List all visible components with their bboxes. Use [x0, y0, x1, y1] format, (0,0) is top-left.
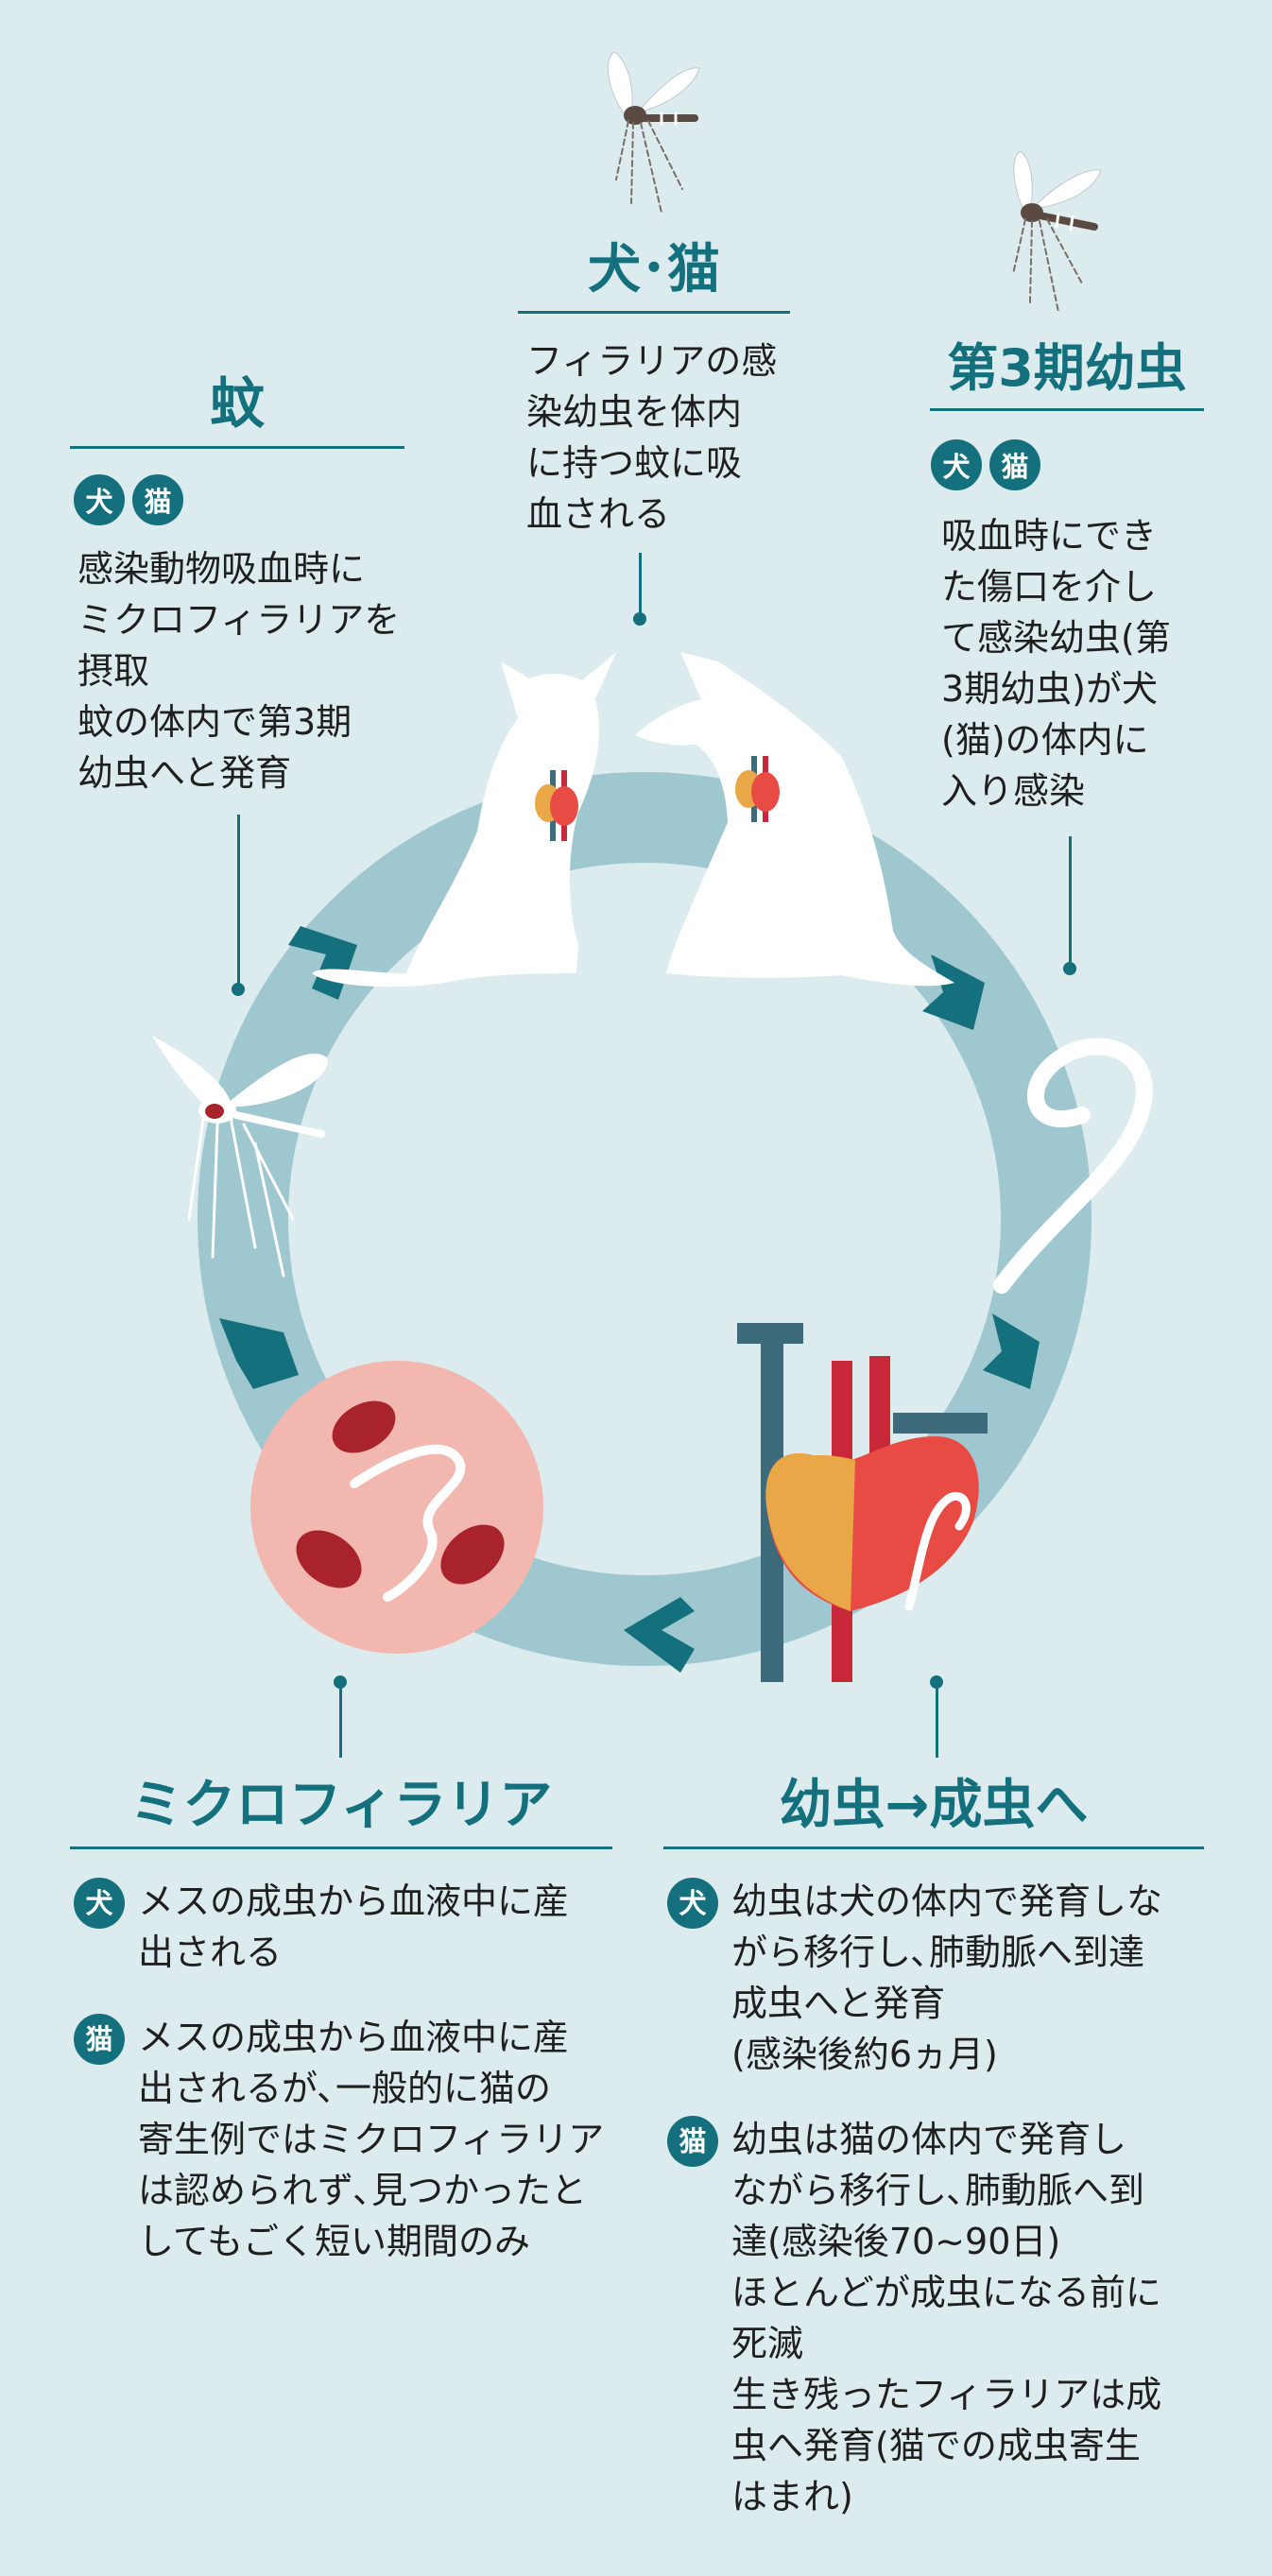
leader-line-mosquito [237, 815, 240, 989]
text-line: ほとんどが成虫になる前に [731, 2272, 1161, 2313]
section-body-microfilaria: 犬 メスの成虫から血液中に産 出される 猫 メスの成虫から血液中に産 出されるが… [74, 1876, 622, 2267]
text-line: (感染後約6ヵ月) [731, 2034, 998, 2075]
text-line: た傷口を介し [941, 566, 1158, 608]
leader-dot-larva-adult [930, 1675, 943, 1689]
text-line: 幼虫は猫の体内で発育し [731, 2119, 1127, 2160]
leader-line-microfilaria [339, 1682, 342, 1758]
mosquito-right-icon [1012, 150, 1102, 313]
mosquito-icon [151, 1035, 328, 1278]
leader-dot-mosquito [232, 983, 245, 996]
section-body-l3: 吸血時にでき た傷口を介し て感染幼虫(第 3期幼虫)が犬 (猫)の体内に 入り… [941, 510, 1215, 816]
section-title-mosquito: 蚊 [70, 359, 404, 449]
text-line: フィラリアの感 [526, 340, 778, 382]
leader-dot-dog-cat [633, 612, 646, 626]
text-line: に持つ蚊に吸 [526, 442, 743, 484]
text-line: 達(感染後70~90日) [731, 2221, 1061, 2262]
larva-adult-dog-item: 犬 幼虫は犬の体内で発育しな がら移行し､肺動脈へ到達 成虫へと発育 (感染後約… [667, 1876, 1215, 2080]
leader-line-l3 [1069, 836, 1072, 969]
dog-icon [635, 652, 954, 987]
text-line: 血される [526, 493, 671, 535]
section-title-larva-adult: 幼虫→成虫へ [663, 1762, 1204, 1849]
badge-cat: 猫 [132, 474, 183, 525]
text-line: 蚊の体内で第3期 [77, 701, 352, 743]
leader-dot-microfilaria [334, 1675, 347, 1689]
ring-arrow-bottom [624, 1597, 695, 1673]
badge-dog: 犬 [74, 1878, 125, 1929]
ring-arrow-right-bottom [983, 1314, 1040, 1389]
badge-dog: 犬 [74, 474, 125, 525]
text-line: メスの成虫から血液中に産 [138, 2017, 570, 2058]
text-line: メスの成虫から血液中に産 [138, 1880, 570, 1922]
mosquito-top-icon [607, 51, 700, 214]
text-line: は認められず､見つかったと [138, 2170, 588, 2211]
text-line: 吸血時にでき [941, 515, 1158, 557]
badge-cat: 猫 [74, 2014, 125, 2065]
cat-icon [312, 652, 616, 987]
section-mosquito: 蚊 [70, 359, 404, 449]
badge-cat: 猫 [667, 2116, 718, 2167]
section-dog-cat: 犬･猫 [518, 227, 790, 314]
section-title-microfilaria: ミクロフィラリア [70, 1762, 612, 1849]
text-line: (猫)の体内に [941, 719, 1149, 761]
section-title-l3: 第3期幼虫 [930, 326, 1204, 411]
badge-dog: 犬 [667, 1878, 718, 1929]
text-line: 幼虫は犬の体内で発育しな [731, 1880, 1163, 1922]
leader-line-dog-cat [639, 553, 642, 621]
small-heart-dog [735, 756, 780, 822]
text-line: て感染幼虫(第 [941, 617, 1171, 659]
text-line: 出されるが､一般的に猫の [138, 2068, 552, 2109]
ring-arrow-left [219, 1318, 299, 1389]
section-title-dog-cat: 犬･猫 [518, 227, 790, 314]
microfilaria-dog-item: 犬 メスの成虫から血液中に産 出される [74, 1876, 622, 1978]
section-body-mosquito: 感染動物吸血時に ミクロフィラリアを 摂取 蚊の体内で第3期 幼虫へと発育 [77, 543, 418, 799]
text-line: ながら移行し､肺動脈へ到 [731, 2170, 1145, 2211]
text-line: してもごく短い期間のみ [138, 2221, 530, 2262]
text-line: 死滅 [731, 2323, 804, 2364]
microfilaria-cat-item: 猫 メスの成虫から血液中に産 出されるが､一般的に猫の 寄生例ではミクロフィラリ… [74, 2012, 622, 2267]
text-line: ミクロフィラリアを [77, 599, 401, 641]
badges-mosquito: 犬 猫 [74, 474, 183, 525]
text-line: 成虫へと発育 [731, 1983, 946, 2024]
text-line: 虫へ発育(猫での成虫寄生 [731, 2425, 1141, 2466]
text-line: 感染動物吸血時に [77, 548, 366, 590]
larva-adult-cat-item: 猫 幼虫は猫の体内で発育し ながら移行し､肺動脈へ到 達(感染後70~90日) … [667, 2114, 1215, 2522]
section-body-dog-cat: フィラリアの感 染幼虫を体内 に持つ蚊に吸 血される [526, 335, 810, 540]
text-line: 出される [138, 1932, 283, 1973]
text-line: 染幼虫を体内 [526, 391, 743, 433]
text-line: 3期幼虫)が犬 [941, 668, 1159, 710]
section-l3: 第3期幼虫 [930, 326, 1204, 411]
badge-cat: 猫 [989, 439, 1040, 490]
text-line: 摂取 [77, 650, 150, 692]
leader-line-larva-adult [936, 1682, 938, 1758]
blood-cell-icon [250, 1361, 543, 1654]
section-microfilaria: ミクロフィラリア [70, 1762, 612, 1849]
badges-l3: 犬 猫 [931, 439, 1040, 490]
text-line: がら移行し､肺動脈へ到達 [731, 1932, 1145, 1973]
badge-dog: 犬 [931, 439, 982, 490]
leader-dot-l3 [1063, 962, 1076, 975]
heart-icon [737, 1323, 988, 1682]
small-heart-cat [535, 770, 578, 841]
text-line: 入り感染 [941, 770, 1086, 812]
section-body-larva-adult: 犬 幼虫は犬の体内で発育しな がら移行し､肺動脈へ到達 成虫へと発育 (感染後約… [667, 1876, 1215, 2522]
text-line: はまれ) [731, 2476, 853, 2517]
text-line: 寄生例ではミクロフィラリア [138, 2119, 605, 2160]
worm-icon [993, 1038, 1153, 1294]
text-line: 幼虫へと発育 [77, 752, 292, 794]
section-larva-adult: 幼虫→成虫へ [663, 1762, 1204, 1849]
text-line: 生き残ったフィラリアは成 [731, 2374, 1162, 2415]
